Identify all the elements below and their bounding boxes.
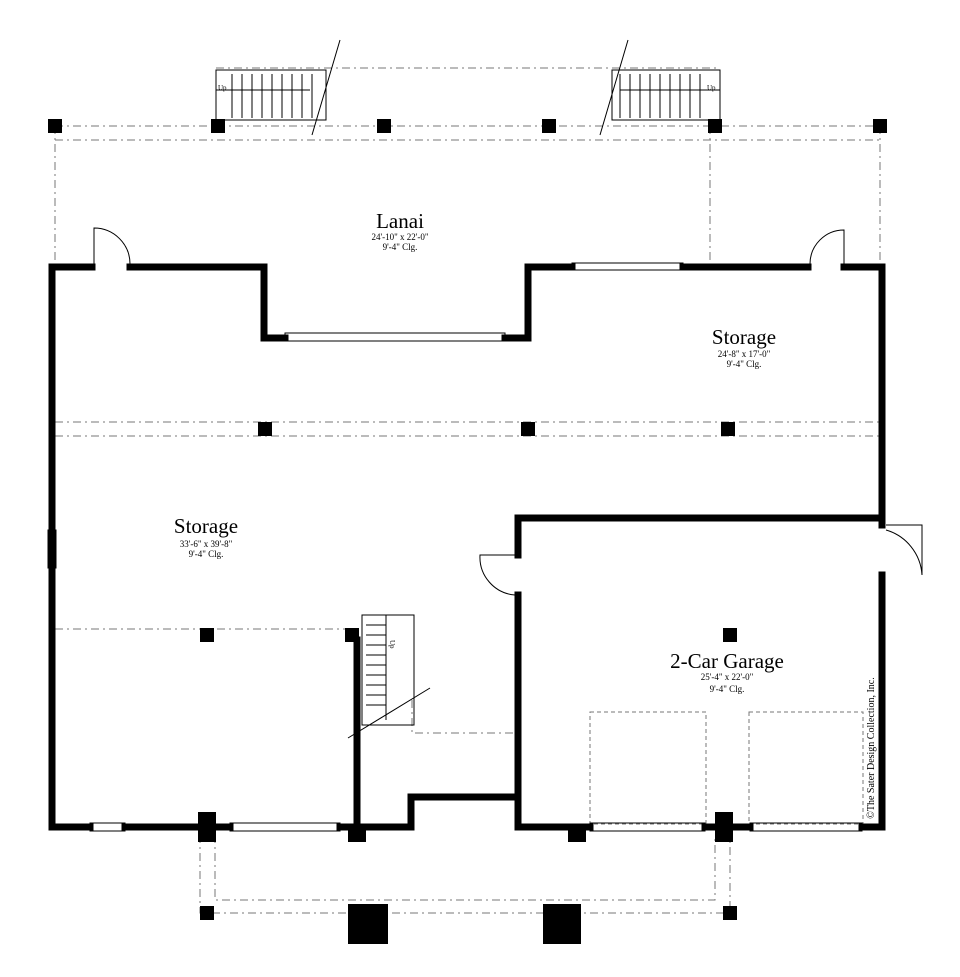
dashed-outlines xyxy=(54,67,881,914)
room-storage-lower: Storage 33'-6" x 39'-8" 9'-4" Clg. xyxy=(174,514,238,559)
stair-up-label: Up xyxy=(707,84,716,92)
room-dimensions: 24'-10" x 22'-0" xyxy=(371,232,428,242)
room-name: Lanai xyxy=(376,209,424,233)
stairs-right: Up xyxy=(599,39,721,136)
room-garage: 2-Car Garage 25'-4" x 22'-0" 9'-4" Clg. xyxy=(670,649,784,694)
stair-up-label: Up xyxy=(388,640,396,649)
columns xyxy=(48,119,887,944)
room-name: 2-Car Garage xyxy=(670,649,784,673)
stairs-left: Up xyxy=(215,39,341,136)
room-ceiling: 9'-4" Clg. xyxy=(710,684,745,694)
stairs-interior: Up xyxy=(347,614,431,739)
room-dimensions: 25'-4" x 22'-0" xyxy=(701,672,754,682)
stair-up-label: Up xyxy=(218,84,227,92)
room-dimensions: 24'-8" x 17'-0" xyxy=(718,349,771,359)
room-ceiling: 9'-4" Clg. xyxy=(383,242,418,252)
room-dimensions: 33'-6" x 39'-8" xyxy=(180,539,233,549)
room-ceiling: 9'-4" Clg. xyxy=(727,359,762,369)
room-name: Storage xyxy=(712,325,776,349)
room-storage-upper: Storage 24'-8" x 17'-0" 9'-4" Clg. xyxy=(712,325,776,369)
walls xyxy=(48,263,886,831)
room-ceiling: 9'-4" Clg. xyxy=(189,549,224,559)
openings xyxy=(47,227,923,832)
copyright: ©The Sater Design Collection, Inc. xyxy=(866,677,877,818)
room-name: Storage xyxy=(174,514,238,538)
room-lanai: Lanai 24'-10" x 22'-0" 9'-4" Clg. xyxy=(371,209,428,252)
